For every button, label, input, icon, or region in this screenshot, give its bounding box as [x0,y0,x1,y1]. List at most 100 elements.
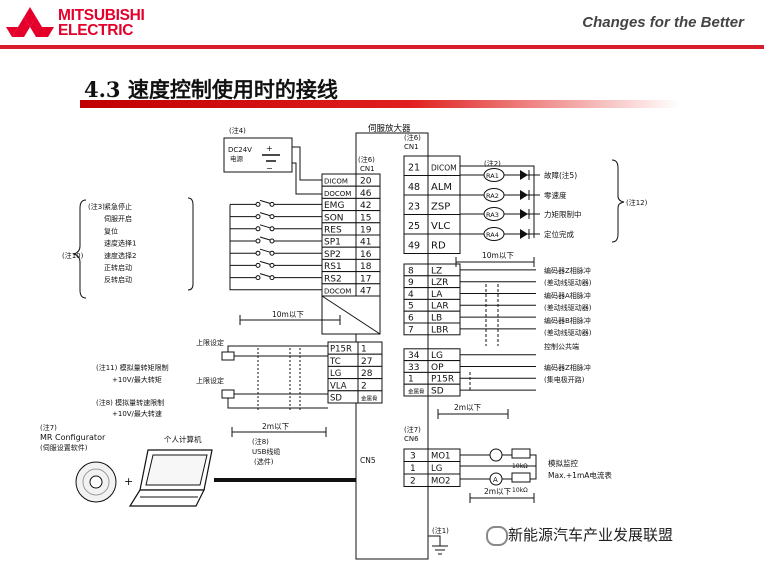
mr-configurator-sub: (伺服设置软件) [40,443,88,452]
encoder-label: 编码器Z相脉冲 [544,266,591,275]
cn6-signal: MO2 [431,477,450,487]
potentiometer-1-icon [221,351,235,361]
speed-limit-note: (注8) 模拟量转速限制 [96,398,164,407]
analog-signal: TC [329,357,341,367]
dc24v-box [223,137,293,173]
switch-contact-icon [255,226,261,232]
cn1-right-signal: RD [431,241,446,252]
cn1-right-note: (注6) [404,133,421,142]
output-label: 力矩限制中 [544,209,582,219]
watermark: 新能源汽车产业发展联盟 [508,526,674,544]
cn1-right-pin: 48 [408,182,420,193]
encoder-pin: 34 [408,351,420,361]
cn1-right-sig-cell [427,233,461,254]
input-label: 速度选择1 [104,239,136,248]
encoder-signal: LZ [431,266,442,276]
cn6-signal: MO1 [431,452,450,462]
encoder-pin: 6 [408,314,414,324]
ground-icon [428,535,448,555]
meter-1-icon [489,448,503,462]
cn6-pin: 2 [410,477,416,487]
input-label: 速度选择2 [104,251,136,260]
encoder-pin: 7 [408,325,414,335]
usb-cable: USB线缆 [252,447,280,456]
cn6-signal: LG [431,464,442,474]
analog-pin: 2 [361,381,367,391]
encoder-signal: OP [431,363,444,373]
monitor-label: 模拟监控 [548,458,578,468]
cn1-left-signal: RS2 [324,274,342,284]
cn1-left-signal: SON [324,213,344,223]
dc24v-sub: 电源 [230,154,244,163]
output-label: 零速度 [544,190,567,200]
encoder-label: (差动线驱动器) [544,303,592,312]
cn6-pin: 3 [410,452,416,462]
cn1-left-pin: 47 [360,287,371,297]
input-label: 反转启动 [104,275,132,284]
cn1-left-signal: DOCOM [324,288,351,296]
cn1-left-signal: DICOM [324,178,348,186]
encoder-signal: LZR [431,278,448,288]
meter-letter: A [493,476,498,484]
laptop-icon [128,449,213,507]
analog-signal: SD [330,394,342,404]
switch-contact-icon [255,250,261,256]
cn1-left-note: (注6) [358,155,375,164]
cn1-left-signal: DOCOM [324,190,351,198]
cn1-right-signal: VLC [431,221,450,232]
inputs-note: (注3) [88,202,105,211]
potentiometer-2-icon [221,389,235,399]
analog-pin: 1 [361,345,367,355]
output-label: 故障(注5) [544,170,577,180]
cn1-left-signal: SP2 [324,250,341,260]
analog-signal: P15R [330,345,352,355]
relay-name: RA3 [486,211,499,219]
cn1-left-pin: 42 [360,201,371,211]
cn1-left-label: CN1 [360,165,375,173]
brand-name: MITSUBISHI ELECTRIC [58,8,145,39]
encoder-signal: LB [431,314,442,324]
encoder-label: (差动线驱动器) [544,328,592,337]
len-2m-right: 2m以下 [454,403,482,412]
brand-line2: ELECTRIC [58,22,134,39]
dc24v-plus: + [266,144,273,153]
input-label: 复位 [104,226,118,235]
cn1-right-pin: 23 [408,202,420,213]
cn1-right-label: CN1 [404,143,419,151]
wechat-watermark-icon [486,526,508,546]
input-label: 伺服开启 [104,214,132,223]
cn6-pin-cell [403,448,429,462]
encoder-label: (集电极开路) [544,375,585,384]
dc24v-note: (注4) [229,126,246,135]
outputs-group-note: (注12) [626,198,648,207]
cn1-right-signal: DICOM [431,164,457,173]
encoder-pin: 9 [408,278,414,288]
monitor-range: Max.+1mA电流表 [548,470,612,480]
pc-label: 个人计算机 [164,434,202,444]
switch-contact-icon [255,238,261,244]
cn1-left-pin: 20 [360,177,372,187]
relay-name: RA1 [486,172,499,180]
encoder-signal: LA [431,290,443,300]
analog-pin: 金属骨 [361,395,378,403]
encoder-pin: 4 [408,290,414,300]
cn1-left-pin: 46 [360,189,372,199]
cn1-left-pin: 41 [360,238,371,248]
mitsubishi-logo-icon [6,7,54,37]
title-underline [80,100,680,108]
encoder-label: 编码器A相脉冲 [544,291,591,300]
pc-note: (注7) [40,423,57,432]
meter-2-resistor: 10kΩ [512,487,528,494]
switch-contact-icon [255,214,261,220]
cn1-left-pin: 17 [360,274,371,284]
relays-note: (注2) [484,159,501,168]
torque-limit-note: (注11) 模拟量转矩限制 [96,363,169,372]
encoder-signal: SD [431,387,444,397]
cn1-right-pin: 21 [408,163,420,174]
cn1-left-signal: RS1 [324,262,342,272]
cn6-sig-cell [427,473,461,487]
